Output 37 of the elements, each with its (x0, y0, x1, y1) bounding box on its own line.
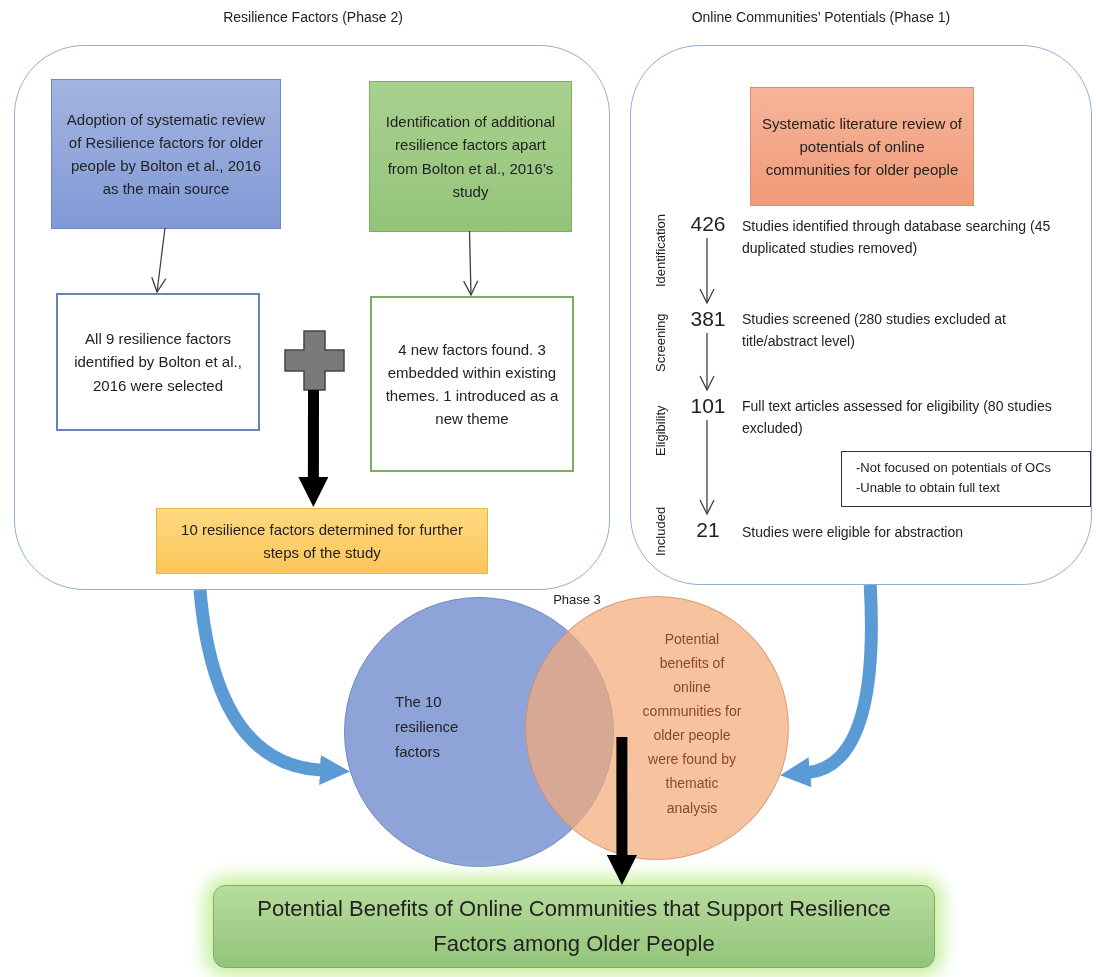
step-count: 21 (687, 515, 729, 545)
block-arrow (298, 390, 329, 507)
stage-label: Screening (652, 312, 669, 375)
note-line: -Not focused on potentials of OCs (856, 459, 1053, 477)
arrow (699, 237, 715, 304)
step-description: Studies were eligible for abstraction (742, 523, 964, 542)
arrow (699, 419, 715, 515)
result-box: Potential Benefits of Online Communities that Support Resilience Factors among Older People (213, 885, 935, 968)
process-box: 4 new factors found. 3 embedded within existing themes. 1 introduced as a new theme (370, 296, 574, 472)
note-line: -Unable to obtain full text (856, 478, 1001, 497)
process-box: Adoption of systematic review of Resilience factors for older people by Bolton et al., 2016 as the main source (51, 79, 281, 229)
circle-label: The 10 resilience factors (395, 692, 460, 762)
step-description: Studies screened (280 studies excluded at title/abstract level) (742, 310, 1007, 352)
panel-title: Online Communities’ Potentials (Phase 1) (690, 8, 952, 27)
arrow (463, 230, 479, 296)
process-box: Systematic literature review of potentials of online communities for older people (750, 87, 974, 206)
panel-title: Resilience Factors (Phase 2) (222, 8, 404, 27)
phase-label: Phase 3 (552, 591, 602, 609)
arrow (699, 332, 715, 391)
block-arrow (780, 584, 878, 787)
stage-label: Eligibility (652, 404, 669, 459)
process-box: Identification of additional resilience factors apart from Bolton et al., 2016’s study (369, 81, 572, 232)
block-arrow (193, 589, 350, 785)
circle-label: Potential benefits of online communities for older people were found by thematic analysis (641, 630, 743, 818)
node (284, 330, 345, 391)
step-count: 426 (687, 209, 729, 239)
note-box (841, 451, 1091, 507)
step-description: Full text articles assessed for eligibility (80 studies excluded) (742, 397, 1053, 439)
step-count: 381 (687, 304, 729, 334)
result-box: 10 resilience factors determined for further steps of the study (156, 508, 488, 574)
process-box: All 9 resilience factors identified by Bolton et al., 2016 were selected (56, 293, 260, 431)
step-count: 101 (687, 391, 729, 421)
block-arrow (606, 737, 637, 885)
step-description: Studies identified through database searching (45 duplicated studies removed) (742, 217, 1052, 259)
arrow (151, 227, 167, 293)
stage-label: Included (652, 505, 669, 558)
stage-label: Identification (652, 213, 669, 290)
